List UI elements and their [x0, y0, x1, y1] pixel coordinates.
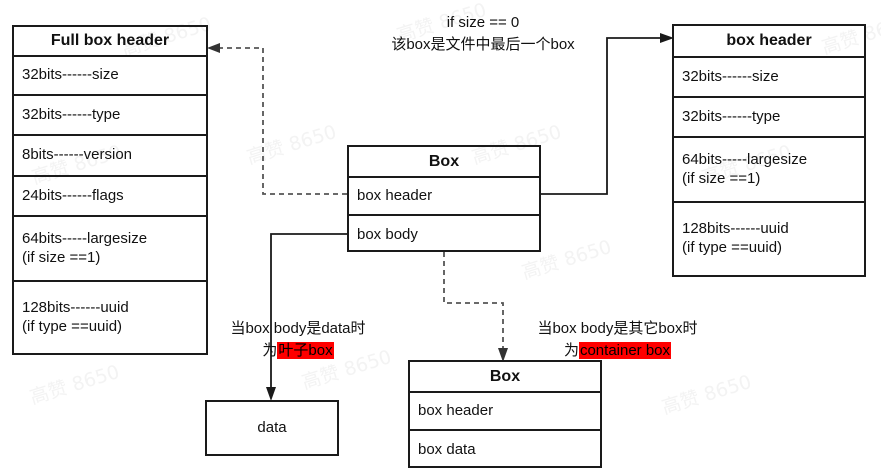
arrow-head-data: [266, 387, 276, 401]
full-box-header-row-size: 32bits------size: [14, 57, 206, 96]
note-if-size-zero-line1: if size == 0: [446, 14, 520, 31]
container-box-title: Box: [410, 362, 600, 393]
watermark: 高赞 8650: [27, 360, 123, 409]
wire-box-body-to-data: [270, 233, 347, 391]
note-leaf-box-line2: 为叶子box: [218, 340, 378, 362]
center-box-table: Box box header box body: [347, 145, 541, 252]
arrow-head-full-box-header: [207, 43, 220, 53]
box-header-row-type: 32bits------type: [674, 98, 864, 138]
note-leaf-box-prefix: 为: [262, 341, 278, 359]
watermark: 高赞 8650: [659, 370, 755, 419]
container-box-table: Box box header box data: [408, 360, 602, 468]
note-if-size-zero-line2: 该box是文件中最后一个box: [391, 35, 575, 53]
note-container-box-line1: 当box body是其它box时: [537, 320, 698, 337]
note-container-box-prefix: 为: [563, 341, 579, 359]
full-box-header-row-version: 8bits------version: [14, 136, 206, 177]
box-header-row-largesize: 64bits-----largesize (if size ==1): [674, 138, 864, 203]
full-box-header-table: Full box header 32bits------size 32bits-…: [12, 25, 208, 355]
center-box-row-box-body: box body: [357, 225, 418, 243]
center-box-row-box-header: box header: [349, 178, 539, 216]
full-box-header-title: Full box header: [14, 27, 206, 57]
note-container-box: 当box body是其它box时 为container box: [520, 318, 715, 362]
note-leaf-box: 当box body是data时 为叶子box: [218, 318, 378, 362]
container-box-row-box-data: box data: [418, 441, 476, 459]
wire-box-header-to-full-box-header: [215, 47, 347, 195]
center-box-title: Box: [349, 147, 539, 178]
note-container-box-highlight: container box: [578, 341, 672, 359]
watermark: 高赞 8650: [244, 120, 340, 169]
note-leaf-box-highlight: 叶子box: [277, 341, 334, 359]
full-box-header-row-flags: 24bits------flags: [14, 177, 206, 217]
data-box-label: data: [257, 418, 287, 436]
box-header-title: box header: [674, 26, 864, 58]
full-box-header-row-type: 32bits------type: [14, 96, 206, 136]
note-leaf-box-line1: 当box body是data时: [230, 320, 366, 337]
box-header-table: box header 32bits------size 32bits------…: [672, 24, 866, 277]
data-box: data: [205, 400, 339, 456]
note-if-size-zero: if size == 0 该box是文件中最后一个box: [338, 12, 628, 56]
box-header-row-uuid: 128bits------uuid (if type ==uuid): [682, 220, 789, 256]
box-header-row-size: 32bits------size: [674, 58, 864, 98]
wire-box-header-to-box-header: [541, 37, 664, 195]
full-box-header-row-largesize: 64bits-----largesize (if size ==1): [14, 217, 206, 282]
note-container-box-line2: 为container box: [520, 340, 715, 362]
wire-box-body-to-container-box: [443, 252, 504, 352]
full-box-header-row-uuid: 128bits------uuid (if type ==uuid): [22, 298, 129, 335]
container-box-row-box-header: box header: [410, 393, 600, 431]
